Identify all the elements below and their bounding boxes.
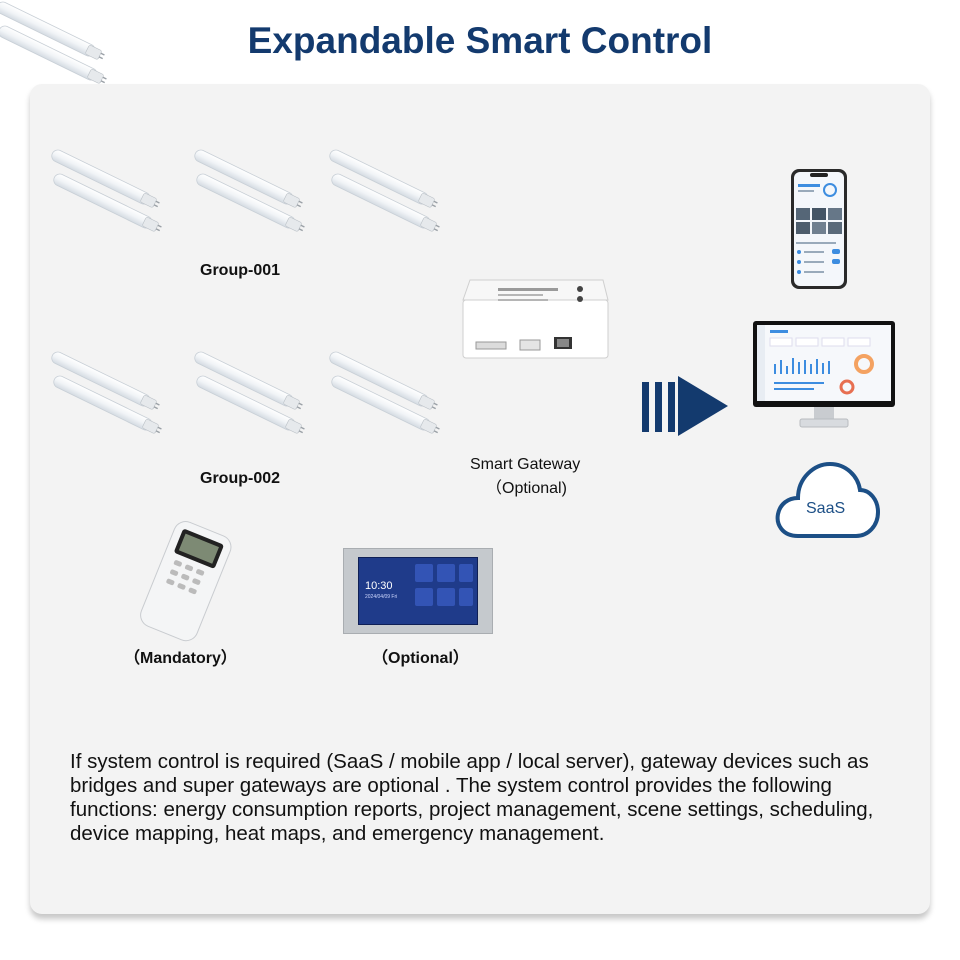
panel-optional-label: （Optional）	[372, 644, 469, 668]
group-002-label: Group-002	[200, 470, 280, 488]
led-tube-pair	[328, 350, 441, 437]
panel-screen: 10:30 2024/04/09 Fri	[358, 557, 478, 625]
led-tube-pair	[50, 148, 163, 235]
gateway-label-line2: （Optional)	[486, 474, 567, 498]
panel-tile[interactable]	[415, 588, 433, 606]
panel-tile[interactable]	[459, 588, 473, 606]
panel-date: 2024/04/09 Fri	[365, 594, 397, 600]
monitor-dashboard-image	[752, 320, 896, 432]
gateway-label-line1: Smart Gateway	[470, 456, 580, 474]
panel-tile[interactable]	[459, 564, 473, 582]
saas-label: SaaS	[806, 500, 845, 518]
led-tube-pair	[50, 350, 163, 437]
remote-mandatory-label: （Mandatory）	[124, 644, 237, 668]
gateway-device-image	[458, 272, 618, 362]
panel-tile[interactable]	[415, 564, 433, 582]
led-tube-pair	[0, 0, 108, 87]
led-tube-pair	[328, 148, 441, 235]
flow-arrow-icon	[640, 374, 730, 438]
wall-panel-image: 10:30 2024/04/09 Fri	[343, 548, 493, 634]
led-tube-pair	[193, 350, 306, 437]
group-001-label: Group-001	[200, 262, 280, 280]
panel-time: 10:30	[365, 580, 393, 592]
mobile-app-phone-image	[790, 168, 850, 290]
remote-control-image	[118, 528, 248, 632]
description-text: If system control is required (SaaS / mo…	[70, 750, 920, 846]
panel-tile[interactable]	[437, 588, 455, 606]
led-tube-pair	[193, 148, 306, 235]
panel-tile[interactable]	[437, 564, 455, 582]
